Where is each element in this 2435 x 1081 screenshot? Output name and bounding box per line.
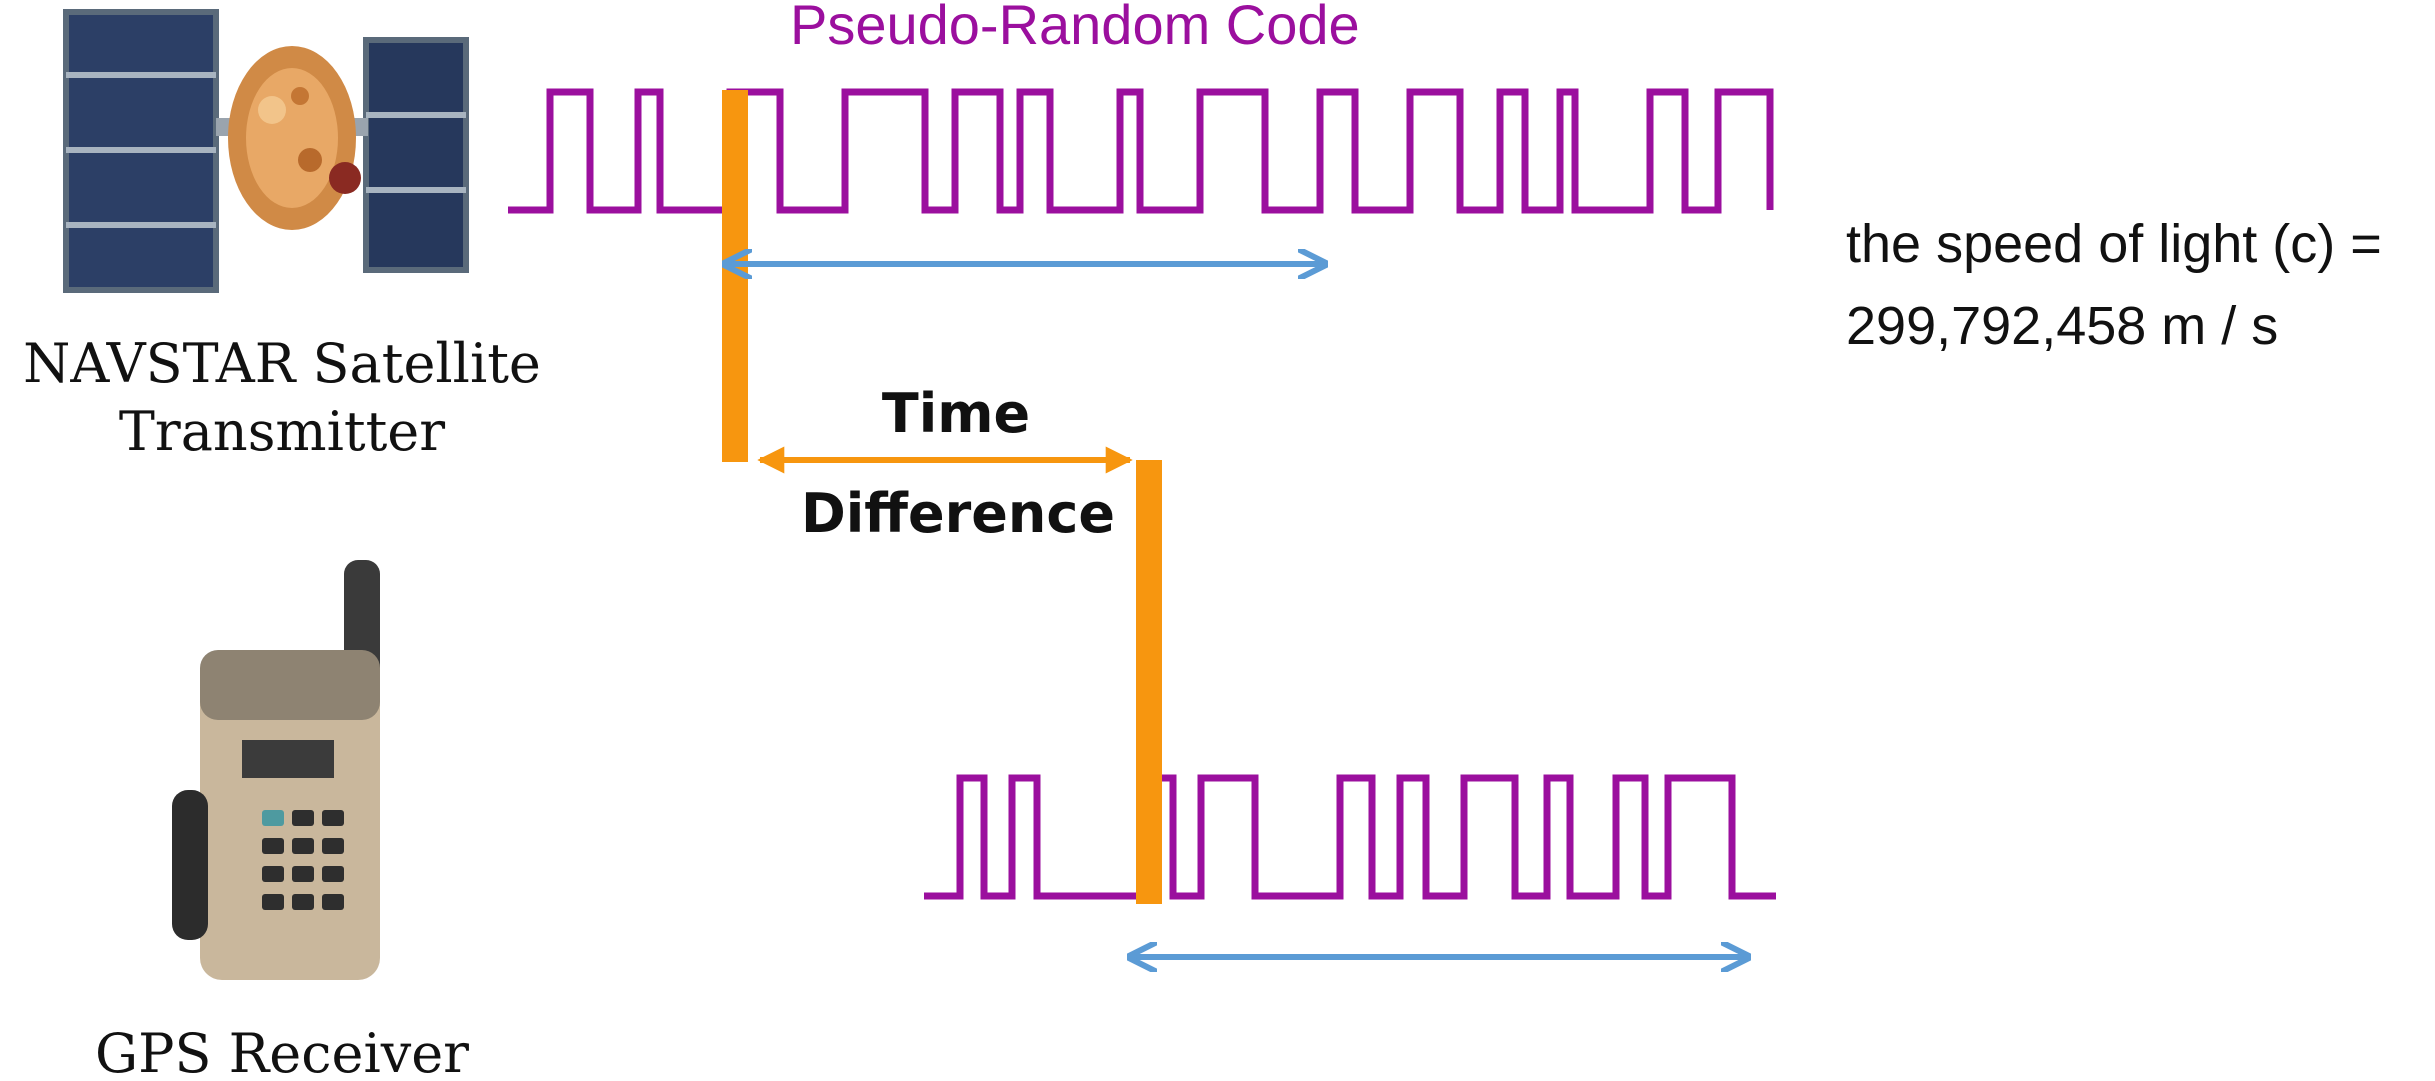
code-title: Pseudo-Random Code <box>790 0 1360 56</box>
satellite-code-waveform <box>508 88 1774 214</box>
speed-of-light-line2: 299,792,458 m / s <box>1846 296 2278 356</box>
gps-receiver-image <box>172 560 380 980</box>
speed-of-light-line1: the speed of light (c) = <box>1846 214 2382 274</box>
time-label: Time <box>882 382 1030 445</box>
receive-time-marker <box>1136 460 1162 904</box>
receiver-label: GPS Receiver <box>95 1022 469 1081</box>
satellite-image <box>63 9 469 293</box>
transmit-time-marker <box>722 90 748 462</box>
satellite-label-line2: Transmitter <box>119 400 445 463</box>
difference-label: Difference <box>801 482 1115 545</box>
receiver-code-waveform <box>924 774 1776 900</box>
satellite-label-line1: NAVSTAR Satellite <box>23 332 541 395</box>
